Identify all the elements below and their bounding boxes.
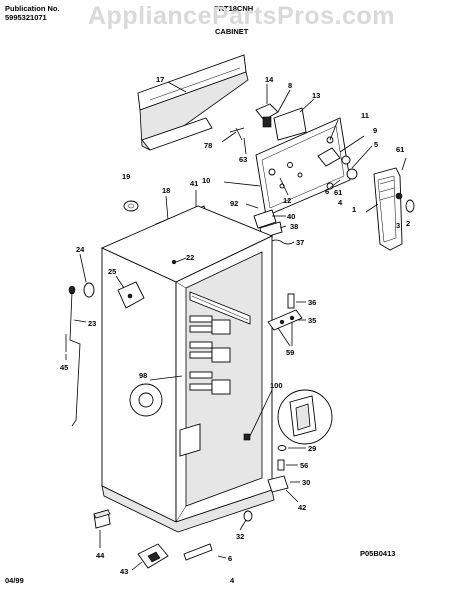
part-29-washer: [277, 445, 287, 451]
callout-32: 32: [236, 532, 244, 541]
part-10-control-housing: [255, 117, 351, 217]
callout-19: 19: [122, 172, 130, 181]
callout-4: 4: [338, 198, 343, 207]
callout-12: 12: [283, 196, 291, 205]
shelf-rails: [179, 291, 251, 457]
part-23-door-rod: [69, 291, 81, 427]
callout-42: 42: [298, 503, 306, 512]
part-13-control-plate: [273, 107, 307, 141]
part-17-top-cover: [137, 54, 249, 151]
part-32-leveler: [243, 510, 253, 522]
callout-6: 6: [325, 187, 329, 196]
callout-3: 3: [396, 221, 400, 230]
part-98-plug-button: [129, 383, 163, 417]
callout-41: 41: [190, 179, 198, 188]
callout-1: 1: [352, 205, 356, 214]
part-100-kit: [277, 389, 333, 445]
callout-61b: 61: [334, 188, 342, 197]
part-35-hinge-bracket: [267, 309, 303, 331]
callout-9: 9: [373, 126, 377, 135]
part-1-light-shield: [373, 167, 403, 251]
callout-36: 36: [308, 298, 316, 307]
part-56-bushing: [277, 459, 285, 471]
callout-38: 38: [290, 222, 298, 231]
part-44-cap: [93, 509, 111, 529]
cabinet-body: [100, 205, 275, 533]
model-number: FRT18CNH: [214, 4, 254, 13]
callout-2: 2: [406, 219, 410, 228]
callout-24: 24: [76, 245, 85, 254]
callout-56: 56: [300, 461, 308, 470]
part-43-hinge-bottom: [137, 543, 169, 569]
part-5-strip: [183, 543, 213, 561]
callout-5b: 6: [228, 554, 232, 563]
watermark: AppliancePartsPros.com: [88, 2, 395, 30]
part-36-pin: [287, 293, 295, 309]
callout-18: 18: [162, 186, 170, 195]
callout-17: 17: [156, 75, 164, 84]
footer-page: 4: [230, 576, 235, 585]
callout-labels: 17 14 8 13 11 78 63 9 5 61 10 12 6 61 4 …: [60, 75, 410, 576]
callout-30: 30: [302, 478, 310, 487]
callout-43: 43: [120, 567, 128, 576]
callout-14: 14: [265, 75, 274, 84]
callout-44: 44: [96, 551, 105, 560]
callout-22: 22: [186, 253, 194, 262]
callout-45: 45: [60, 363, 68, 372]
callout-40: 40: [287, 212, 295, 221]
publication-label: Publication No.: [5, 4, 60, 13]
callout-35: 35: [308, 316, 316, 325]
callout-61: 61: [396, 145, 404, 154]
callout-29: 29: [308, 444, 316, 453]
callout-5: 5: [374, 140, 378, 149]
part-40-shelf-bracket: [253, 209, 277, 229]
publication-number: 5995321071: [5, 13, 47, 22]
callout-37: 37: [296, 238, 304, 247]
part-19-plug: [123, 200, 139, 212]
callout-10: 10: [202, 176, 210, 185]
part-24-stop: [68, 282, 95, 298]
callout-63: 63: [239, 155, 247, 164]
section-title: CABINET: [215, 27, 249, 36]
callout-98: 98: [139, 371, 147, 380]
part-3-lamp-socket: [395, 192, 403, 200]
callout-8: 8: [288, 81, 292, 90]
part-25-hinge-plate: [117, 281, 145, 309]
callout-78: 78: [204, 141, 212, 150]
callout-11: 11: [361, 111, 369, 120]
callout-100: 100: [270, 381, 283, 390]
callout-23: 23: [88, 319, 96, 328]
part-30-hinge: [267, 475, 289, 493]
callout-13: 13: [312, 91, 320, 100]
callout-59: 59: [286, 348, 294, 357]
part-2-lamp: [405, 199, 415, 213]
callout-92: 92: [230, 199, 238, 208]
figure-code: P05B0413: [360, 549, 395, 558]
callout-25: 25: [108, 267, 116, 276]
part-9-knob-assembly: [317, 147, 358, 190]
footer-date: 04/99: [5, 576, 24, 585]
